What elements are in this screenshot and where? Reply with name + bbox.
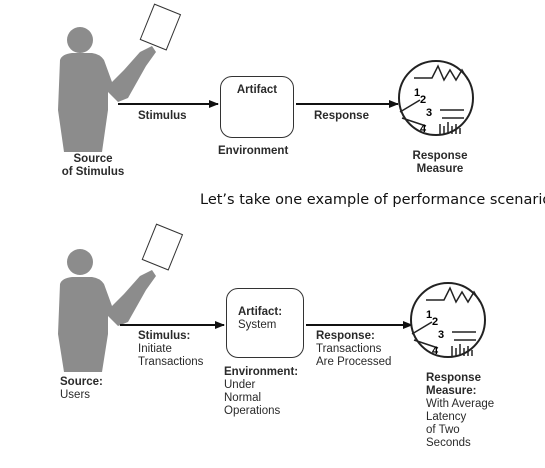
source-label: Source of Stimulus xyxy=(58,153,128,179)
stimulus-example-title: Stimulus: xyxy=(138,330,191,342)
measure-example-title-1: Response xyxy=(426,372,481,384)
response-dial-top: 1 2 3 4 xyxy=(398,60,474,136)
source-example: Source: Users xyxy=(60,376,103,402)
response-measure-line-2: Measure xyxy=(416,163,464,175)
artifact-example-box xyxy=(226,288,304,358)
artifact-example: Artifact: System xyxy=(238,306,282,332)
response-dial-bottom: 1 2 3 4 xyxy=(410,282,486,358)
artifact-example-title: Artifact: xyxy=(238,306,283,318)
source-example-title: Source: xyxy=(60,376,103,388)
response-example-line-2: Are Processed xyxy=(316,356,392,368)
response-example: Response: Transactions Are Processed xyxy=(316,330,391,369)
environment-label: Environment xyxy=(218,145,289,157)
dial-number-2: 2 xyxy=(432,316,438,328)
person-figure-bottom xyxy=(58,223,184,372)
measure-example-line-3: of Two xyxy=(426,424,460,436)
artifact-label: Artifact xyxy=(236,84,278,96)
person-figure-top xyxy=(58,3,182,152)
response-measure-label: Response Measure xyxy=(400,150,480,176)
source-line-2: of Stimulus xyxy=(61,166,125,178)
environment-example-line-1: Under xyxy=(224,379,256,391)
measure-example: Response Measure: With Average Latency o… xyxy=(426,372,494,450)
response-example-title: Response: xyxy=(316,330,375,342)
dial-number-4: 4 xyxy=(432,345,439,357)
environment-example: Environment: Under Normal Operations xyxy=(224,366,298,418)
dial-number-4: 4 xyxy=(420,123,427,135)
response-measure-line-1: Response xyxy=(412,150,468,162)
artifact-box xyxy=(220,76,294,138)
stimulus-example-line-1: Initiate xyxy=(138,343,172,355)
measure-example-line-1: With Average xyxy=(426,398,495,410)
dial-number-1: 1 xyxy=(414,87,420,99)
dial-number-3: 3 xyxy=(426,107,432,119)
measure-example-line-4: Seconds xyxy=(426,437,471,449)
artifact-example-value: System xyxy=(238,319,277,331)
dial-number-2: 2 xyxy=(420,94,426,106)
response-example-line-1: Transactions xyxy=(316,343,382,355)
environment-example-line-2: Normal xyxy=(224,392,262,404)
stimulus-example-line-2: Transactions xyxy=(138,356,204,368)
stimulus-example: Stimulus: Initiate Transactions xyxy=(138,330,203,369)
response-label: Response xyxy=(314,110,369,122)
source-line-1: Source xyxy=(73,153,113,165)
source-example-value: Users xyxy=(60,389,91,401)
environment-example-line-3: Operations xyxy=(224,405,281,417)
caption: Let’s take one example of performance sc… xyxy=(200,192,545,208)
stimulus-label: Stimulus xyxy=(138,110,187,122)
measure-example-line-2: Latency xyxy=(426,411,467,423)
dial-number-1: 1 xyxy=(426,309,432,321)
dial-number-3: 3 xyxy=(438,329,444,341)
measure-example-title-2: Measure: xyxy=(426,385,477,397)
environment-example-title: Environment: xyxy=(224,366,299,378)
